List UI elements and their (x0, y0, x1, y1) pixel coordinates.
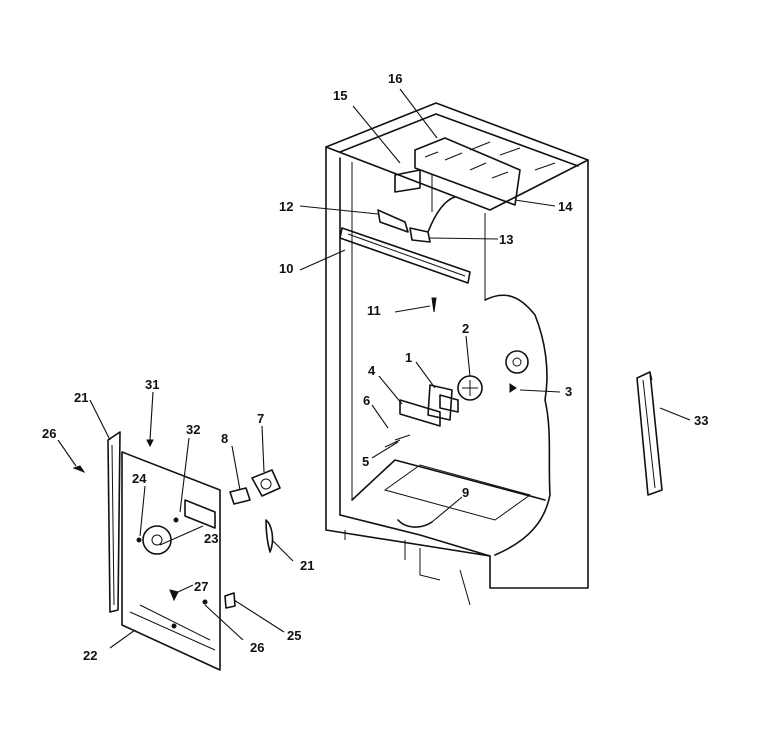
callout-4: 4 (368, 363, 376, 378)
shelf-rail (339, 227, 471, 284)
callout-25: 25 (287, 628, 301, 643)
callout-10: 10 (279, 261, 293, 276)
callout-32: 32 (186, 422, 200, 437)
evaporator-cover-panel (121, 451, 221, 671)
callout-21-right: 21 (300, 558, 314, 573)
cabinet-body (325, 102, 589, 606)
callout-33: 33 (694, 413, 708, 428)
screw-27 (169, 589, 179, 602)
callout-15: 15 (333, 88, 347, 103)
callout-8: 8 (221, 431, 228, 446)
callout-5: 5 (362, 454, 369, 469)
callout-12: 12 (279, 199, 293, 214)
callout-31: 31 (145, 377, 159, 392)
drain-fitting (397, 519, 433, 528)
callout-24: 24 (132, 471, 147, 486)
control-housing (414, 137, 556, 206)
bracket-21-left (107, 431, 121, 613)
side-rail (636, 371, 663, 496)
screw-11 (431, 297, 437, 313)
light-socket (377, 196, 456, 243)
callout-16: 16 (388, 71, 402, 86)
clip-25 (224, 592, 236, 609)
callout-1: 1 (405, 350, 412, 365)
callout-9: 9 (462, 485, 469, 500)
callout-26-left: 26 (42, 426, 56, 441)
callout-7: 7 (257, 411, 264, 426)
callout-22: 22 (83, 648, 97, 663)
leader-lines (57, 88, 691, 649)
screw-26-left (72, 465, 86, 474)
callout-27: 27 (194, 579, 208, 594)
callout-3: 3 (565, 384, 572, 399)
callout-13: 13 (499, 232, 513, 247)
callout-26-right: 26 (250, 640, 264, 655)
damper-switch (229, 469, 281, 505)
callout-6: 6 (363, 393, 370, 408)
callout-11: 11 (367, 303, 381, 318)
thermostat-plate (394, 169, 421, 193)
callout-23: 23 (204, 531, 218, 546)
callout-14: 14 (558, 199, 573, 214)
callout-2: 2 (462, 321, 469, 336)
callout-21-left: 21 (74, 390, 88, 405)
fan-motor-assembly (384, 350, 529, 448)
bracket-21-right (265, 519, 274, 553)
screw-31 (146, 439, 154, 448)
callout-labels: 1 2 3 4 5 6 7 8 9 10 11 12 13 14 15 16 2… (42, 71, 708, 663)
